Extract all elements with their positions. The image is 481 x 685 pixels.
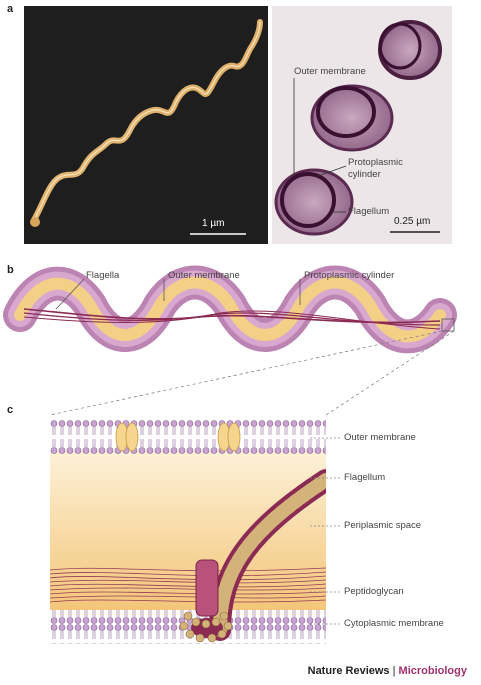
panel-c-letter: c [7, 404, 14, 416]
label-b-flagella: Flagella [86, 270, 120, 281]
panel-a-letter: a [7, 3, 14, 15]
spirochete-image [30, 19, 263, 235]
label-b-outer-membrane: Outer membrane [168, 270, 240, 281]
label-c-periplasmic-space: Periplasmic space [344, 520, 422, 531]
membrane-cross-section [50, 420, 326, 644]
label-c-flagellum: Flagellum [344, 472, 386, 483]
flagellum-illustration [179, 469, 326, 643]
journal-name: Microbiology [398, 665, 467, 677]
journal-credit: Nature Reviews | Microbiology [308, 665, 467, 677]
label-a-outer-membrane: Outer membrane [294, 66, 366, 77]
cross-section-drawing [50, 420, 326, 644]
credit-separator: | [389, 665, 399, 677]
zoom-box [441, 318, 455, 332]
label-b-protoplasmic-cylinder: Protoplasmic cylinder [304, 270, 395, 281]
cross-section-micrograph-right: Outer membrane Protoplasmic cylinder Fla… [272, 6, 452, 244]
label-a-protoplasmic-cylinder: Protoplasmic cylinder [348, 157, 403, 180]
spirochete-micrograph-left: 1 µm [24, 6, 268, 244]
label-c-cytoplasmic-membrane: Cytoplasmic membrane [344, 618, 444, 629]
scale-label-left: 1 µm [202, 218, 225, 229]
label-c-outer-membrane: Outer membrane [344, 432, 416, 443]
cross-section-image [274, 20, 442, 236]
label-c-peptidoglycan: Peptidoglycan [344, 586, 404, 597]
publisher-name: Nature Reviews [307, 665, 390, 677]
spirochete-schematic [3, 265, 457, 416]
scale-label-right: 0.25 µm [394, 216, 431, 227]
label-a-flagellum: Flagellum [348, 206, 390, 217]
panel-b-letter: b [7, 264, 14, 276]
